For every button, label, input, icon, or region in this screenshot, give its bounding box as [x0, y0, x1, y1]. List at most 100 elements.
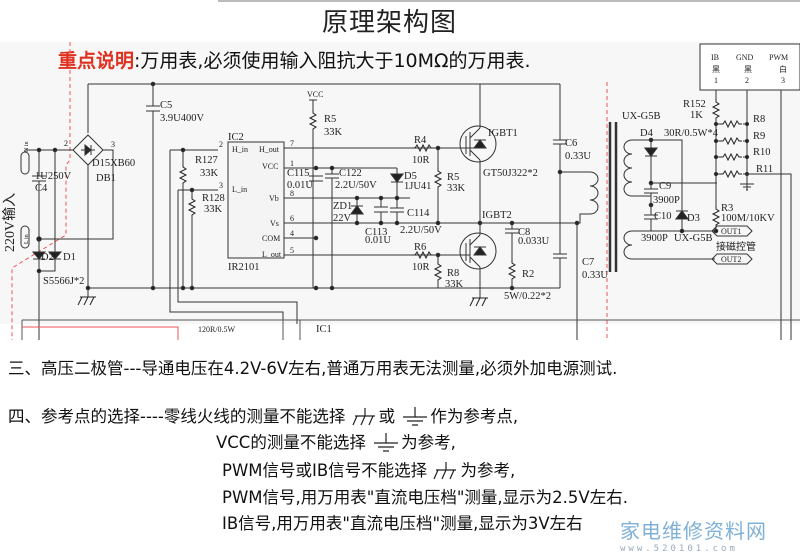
ic2-pin-com: COM — [262, 234, 280, 243]
connector-gnd: GND — [736, 53, 754, 62]
ic2-pin-lin: L_in — [232, 185, 247, 194]
chassis-ground-icon — [433, 461, 457, 479]
c7-label: C7 — [582, 257, 594, 268]
r4-label: R4 — [414, 135, 427, 146]
c4-value: 1U250V — [35, 171, 72, 182]
note-four-or: 或 — [378, 407, 396, 426]
ic2-part: IR2101 — [228, 262, 260, 273]
ic2-pin-vb: Vb — [269, 194, 279, 203]
watermark-logo: 家电维修资料网 www.520101.com — [620, 515, 767, 554]
ic2-pin-num-5: 5 — [290, 246, 294, 255]
r3-value: 100M/10KV — [721, 213, 775, 224]
note-signal-reference: PWM信号或IB信号不能选择 为参考, — [222, 457, 515, 482]
r5-label: R5 — [324, 114, 336, 125]
note-signal-text: PWM信号或IB信号不能选择 — [222, 461, 428, 480]
r127-label: R127 — [195, 155, 218, 166]
ic2-pin-num-7: 7 — [290, 139, 294, 148]
r11-label: R11 — [756, 164, 773, 175]
c115-value: 0.01U — [287, 180, 313, 191]
r127-value: 33K — [200, 168, 219, 179]
ic2-pin-num-3: 3 — [219, 181, 223, 190]
r128-value: 33K — [204, 204, 223, 215]
ic2-pin-lout: L_out — [262, 250, 282, 259]
igbt1-part: GT50J322*2 — [483, 168, 538, 179]
ic2-pin-num-6: 6 — [290, 214, 294, 223]
d4-label: D4 — [640, 128, 654, 139]
bottom-resistor-value: 120R/0.5W — [198, 325, 236, 334]
r3-label: R3 — [721, 203, 733, 214]
db1-pin3: 3 — [111, 140, 115, 149]
note-vcc-reference: VCC的测量不能选择 为参考, — [216, 429, 456, 455]
c5-value: 3.9U400V — [160, 113, 204, 124]
note-vcc-suffix: 为参考, — [401, 433, 456, 452]
ic2-pin-num-4: 4 — [290, 229, 294, 238]
top-rule — [218, 0, 800, 2]
ic2-pin-num-1: 1 — [290, 159, 294, 168]
igbt1-label: IGBT1 — [488, 128, 518, 139]
c113-value: 0.01U — [365, 235, 391, 246]
note-pwm-measure: PWM信号,用万用表"直流电压档"测量,显示为2.5V左右. — [222, 488, 628, 507]
d3-label: D3 — [687, 213, 700, 224]
d5-value: 1JU41 — [404, 181, 431, 192]
out1-label: OUT1 — [721, 227, 741, 236]
c6-value: 0.33U — [565, 151, 591, 162]
c9-value: 3900P — [653, 195, 680, 206]
key-note-label: 重点说明 — [58, 50, 135, 72]
r8-label: R8 — [447, 268, 459, 279]
c4-label: C4 — [35, 183, 48, 194]
connector-pwm-color: 白 — [779, 64, 787, 74]
ic2-pin-vs: Vs — [270, 219, 279, 228]
connector-pin-3: 3 — [781, 76, 785, 85]
zd1-value: 22V — [333, 213, 352, 224]
input-label: 220V输入 — [2, 193, 18, 252]
note-vcc-text: VCC的测量不能选择 — [216, 433, 366, 452]
r10-label: R10 — [753, 147, 771, 158]
out-note: 接磁控管 — [716, 240, 756, 253]
chassis-ground-icon — [352, 407, 375, 425]
c122-value: 2.2U/50V — [335, 180, 377, 191]
note-reference-point: 四、参考点的选择----零线火线的测量不能选择 或 作为参考点, — [8, 403, 518, 429]
key-note-text: :万用表,必须使用输入阻抗大于10MΩ的万用表. — [134, 50, 531, 72]
c7-value: 0.33U — [582, 270, 608, 281]
watermark-site-name: 家电维修资料网 — [620, 519, 767, 543]
c122-label: C122 — [339, 168, 362, 179]
out2-label: OUT2 — [721, 255, 741, 264]
r8-label-right: R8 — [753, 114, 765, 125]
ic2-pin-num-2: 2 — [219, 140, 223, 149]
connector-pin-2: 2 — [745, 76, 749, 85]
c114-label: C114 — [407, 208, 430, 219]
connector-ib: IB — [711, 53, 719, 62]
r8-value: 33K — [445, 279, 464, 290]
page-title: 原理架构图 — [322, 8, 458, 38]
d2-label: D2 — [41, 252, 54, 263]
transformer-label: UX-G5B — [622, 111, 661, 122]
r2-label: R2 — [522, 269, 534, 280]
connector-l-in: L in — [24, 234, 30, 244]
r152-value: 1K — [690, 110, 703, 121]
c5-label: C5 — [160, 100, 172, 111]
ic2-pin-vcc: VCC — [262, 162, 278, 171]
vcc-label: VCC — [307, 90, 323, 99]
c10-value: 3900P — [641, 233, 668, 244]
c8-label: C8 — [518, 227, 530, 238]
connector-pwm: PWM — [769, 53, 788, 62]
ground-icon — [374, 432, 399, 452]
r6-label: R6 — [414, 242, 426, 253]
ground-icon — [403, 406, 428, 426]
c8-value: 0.033U — [518, 236, 550, 247]
ic2-pin-hin: H_in — [232, 145, 248, 154]
connector-n-in: N in — [24, 142, 30, 153]
note-high-voltage-diode: 三、高压二极管---导通电压在4.2V-6V左右,普通万用表无法测量,必须外加电… — [8, 359, 618, 378]
db1-label: DB1 — [96, 173, 116, 184]
ic1-label: IC1 — [316, 324, 332, 335]
ic2-pin-hout: H_out — [259, 145, 280, 154]
r8-r11-value: 30R/0.5W*4 — [664, 128, 719, 139]
zd1-label: ZD1 — [333, 201, 352, 212]
r128-label: R128 — [202, 193, 225, 204]
r9-label: R9 — [753, 131, 765, 142]
db1-pin2: 2 — [64, 139, 68, 148]
d2-value: S5566J*2 — [43, 276, 84, 287]
c114-value: 2.2U/50V — [400, 225, 442, 236]
r6-value: 10R — [412, 262, 430, 273]
c10-label: C10 — [654, 211, 672, 222]
